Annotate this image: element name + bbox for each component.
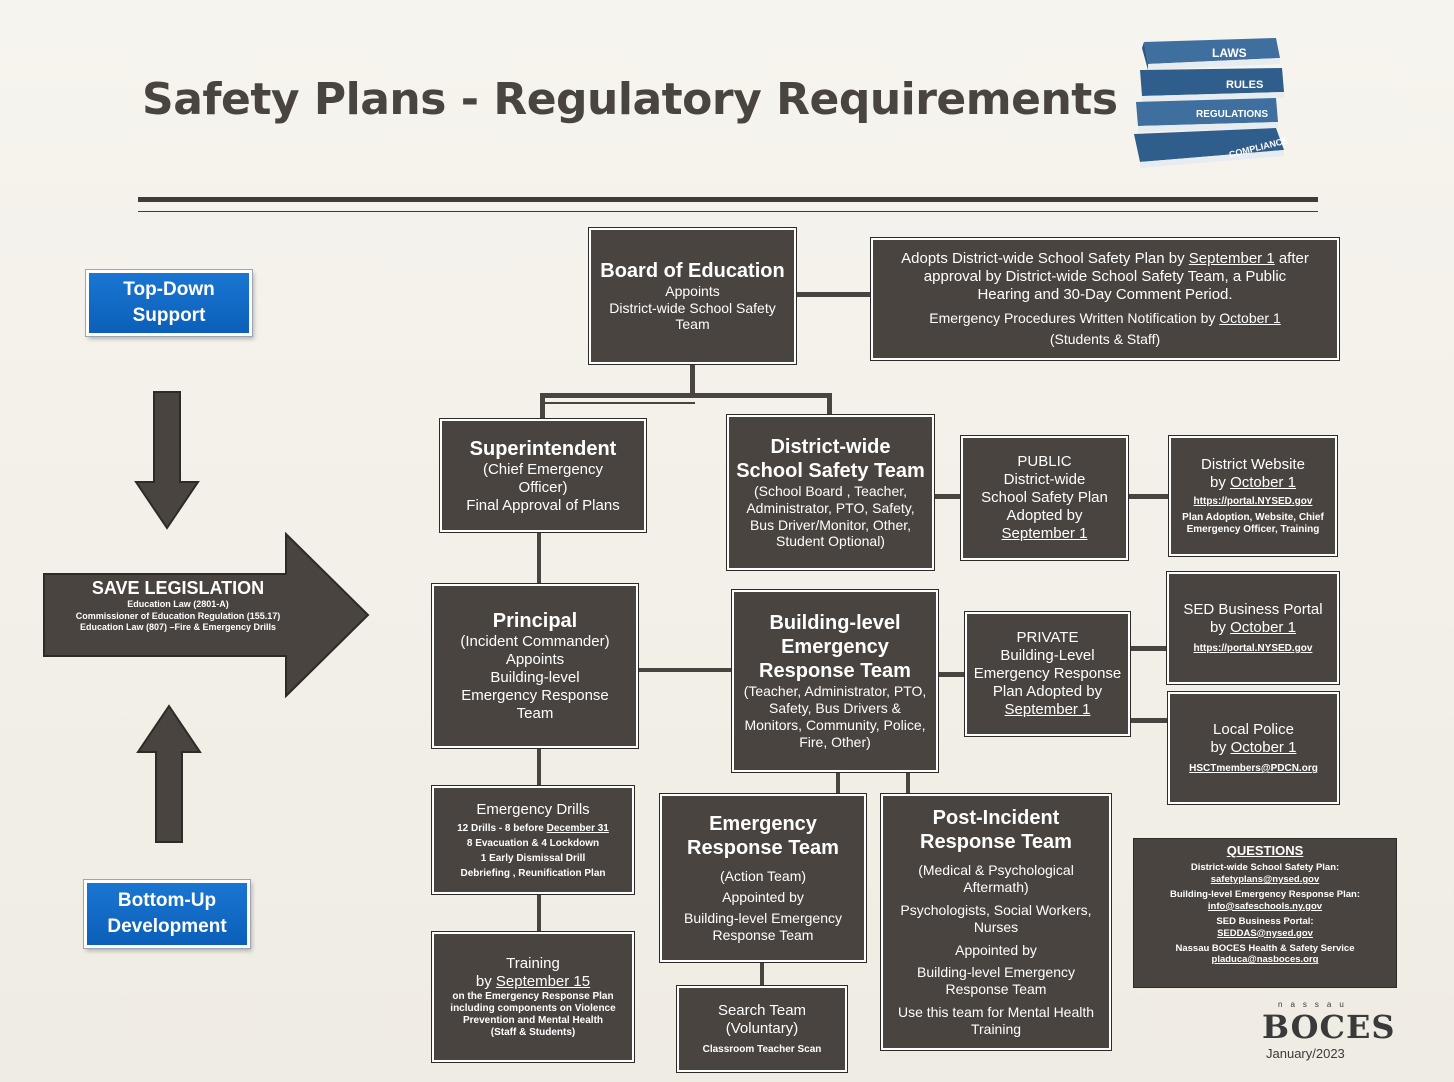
questions-email-link[interactable]: SEDDAS@nysed.gov — [1217, 927, 1313, 939]
connector-board-down — [690, 364, 695, 398]
page-title: Safety Plans - Regulatory Requirements — [142, 74, 1118, 125]
logo-nassau-text: nassau — [1278, 1000, 1352, 1009]
svg-text:LAWS: LAWS — [1212, 46, 1247, 60]
questions-email-link[interactable]: info@safeschools.ny.gov — [1207, 900, 1323, 912]
connector-building-post — [906, 772, 910, 794]
connector-to-super — [540, 393, 545, 421]
questions-email-link[interactable]: pladuca@nasboces.org — [1211, 954, 1319, 966]
questions-panel: QUESTIONS District-wide School Safety Pl… — [1133, 838, 1397, 988]
connector-public-website — [1128, 494, 1170, 499]
district-website-box: District Website by October 1 https://po… — [1168, 435, 1338, 557]
principal-box: Principal (Incident Commander) Appoints … — [431, 583, 639, 749]
connector-to-district — [827, 393, 832, 417]
board-of-education-box: Board of Education Appoints District-wid… — [588, 227, 797, 365]
emergency-response-team-box: Emergency Response Team (Action Team) Ap… — [659, 793, 867, 963]
connector-branch-thin — [545, 402, 695, 404]
training-box: Training by September 15 on the Emergenc… — [431, 931, 635, 1063]
connector-super-principal — [537, 532, 541, 584]
superintendent-box: Superintendent (Chief Emergency Officer)… — [439, 418, 647, 533]
svg-text:REGULATIONS: REGULATIONS — [1196, 109, 1268, 120]
boces-logo: BOCES — [1262, 1008, 1396, 1046]
svg-text:RULES: RULES — [1226, 79, 1263, 91]
up-arrow-icon — [136, 704, 202, 843]
emergency-drills-box: Emergency Drills 12 Drills - 8 before De… — [431, 785, 635, 895]
sed-portal-link[interactable]: https://portal.NYSED.gov — [1193, 643, 1313, 654]
adopts-plan-box: Adopts District-wide School Safety Plan … — [870, 237, 1340, 361]
title-rule-thin — [138, 211, 1318, 212]
title-rule-thick — [138, 197, 1318, 202]
sed-portal-box: SED Business Portal by October 1 https:/… — [1166, 571, 1340, 685]
building-response-team-box: Building-level Emergency Response Team (… — [731, 589, 939, 773]
connector-principal-building — [638, 668, 732, 672]
connector-board-adopts — [796, 292, 872, 297]
down-arrow-icon — [134, 391, 200, 530]
connector-drills-training — [537, 894, 541, 932]
save-legislation: SAVE LEGISLATION Education Law (2801-A) … — [75, 578, 281, 633]
questions-email-link[interactable]: safetyplans@nysed.gov — [1210, 874, 1320, 886]
district-website-link[interactable]: https://portal.NYSED.gov — [1193, 496, 1313, 507]
connector-branch — [540, 393, 832, 398]
connector-district-public — [934, 494, 962, 499]
district-safety-team-box: District-wide School Safety Team (School… — [726, 414, 935, 571]
connector-ert-search — [760, 962, 764, 988]
connector-private-sed — [1130, 646, 1168, 651]
connector-principal-drills — [537, 748, 541, 786]
search-team-box: Search Team (Voluntary) Classroom Teache… — [676, 985, 848, 1073]
books-icon: LAWS RULES REGULATIONS COMPLIANCE — [1134, 38, 1289, 168]
public-plan-box: PUBLIC District-wide School Safety Plan … — [960, 435, 1129, 561]
local-police-email-link[interactable]: HSCTmembers@PDCN.org — [1189, 763, 1318, 774]
connector-building-private — [938, 672, 966, 677]
connector-private-police — [1130, 718, 1168, 723]
connector-building-ert — [836, 772, 840, 794]
private-plan-box: PRIVATE Building-Level Emergency Respons… — [964, 611, 1131, 737]
save-legislation-arrow — [43, 532, 370, 698]
date-label: January/2023 — [1266, 1046, 1345, 1061]
local-police-box: Local Police by October 1 HSCTmembers@PD… — [1167, 691, 1340, 805]
post-incident-team-box: Post-Incident Response Team (Medical & P… — [880, 793, 1112, 1051]
